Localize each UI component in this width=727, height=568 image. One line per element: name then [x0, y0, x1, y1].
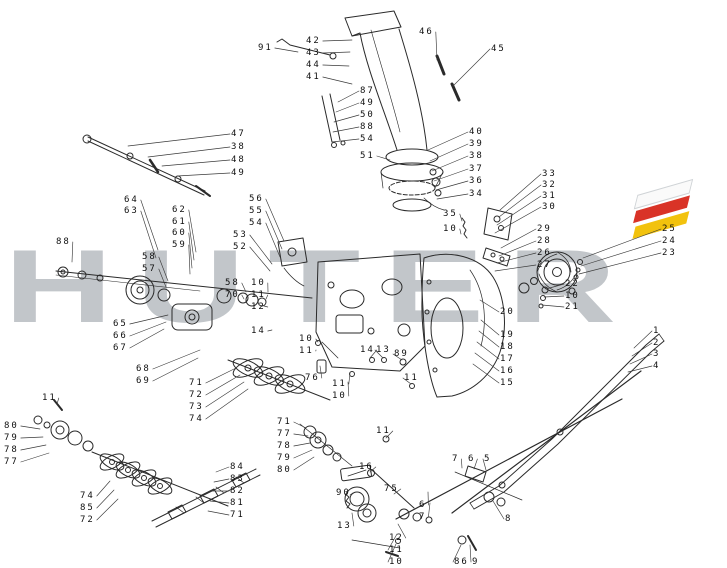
impeller-fan: [518, 251, 583, 295]
leader-lines: [20, 31, 662, 563]
auger-housing: [421, 253, 505, 398]
misc-hardware: [315, 286, 549, 477]
left-drive-assembly: [55, 237, 313, 331]
chute-base-parts: [392, 168, 445, 212]
scraper-bar: [151, 468, 261, 528]
chute-crank-rod: [82, 134, 211, 197]
frame-plate: [315, 253, 426, 372]
huter-watermark: HUTER: [4, 229, 640, 345]
auger-paddles-center: [227, 358, 331, 401]
auger-paddles-left: [33, 399, 229, 507]
bottom-pulley-cluster: [340, 464, 433, 557]
chute-mount-bracket: [461, 207, 513, 267]
handle-frame-and-rods: [395, 333, 665, 551]
chute-assembly: [276, 10, 461, 196]
center-hub-parts: [299, 423, 353, 467]
